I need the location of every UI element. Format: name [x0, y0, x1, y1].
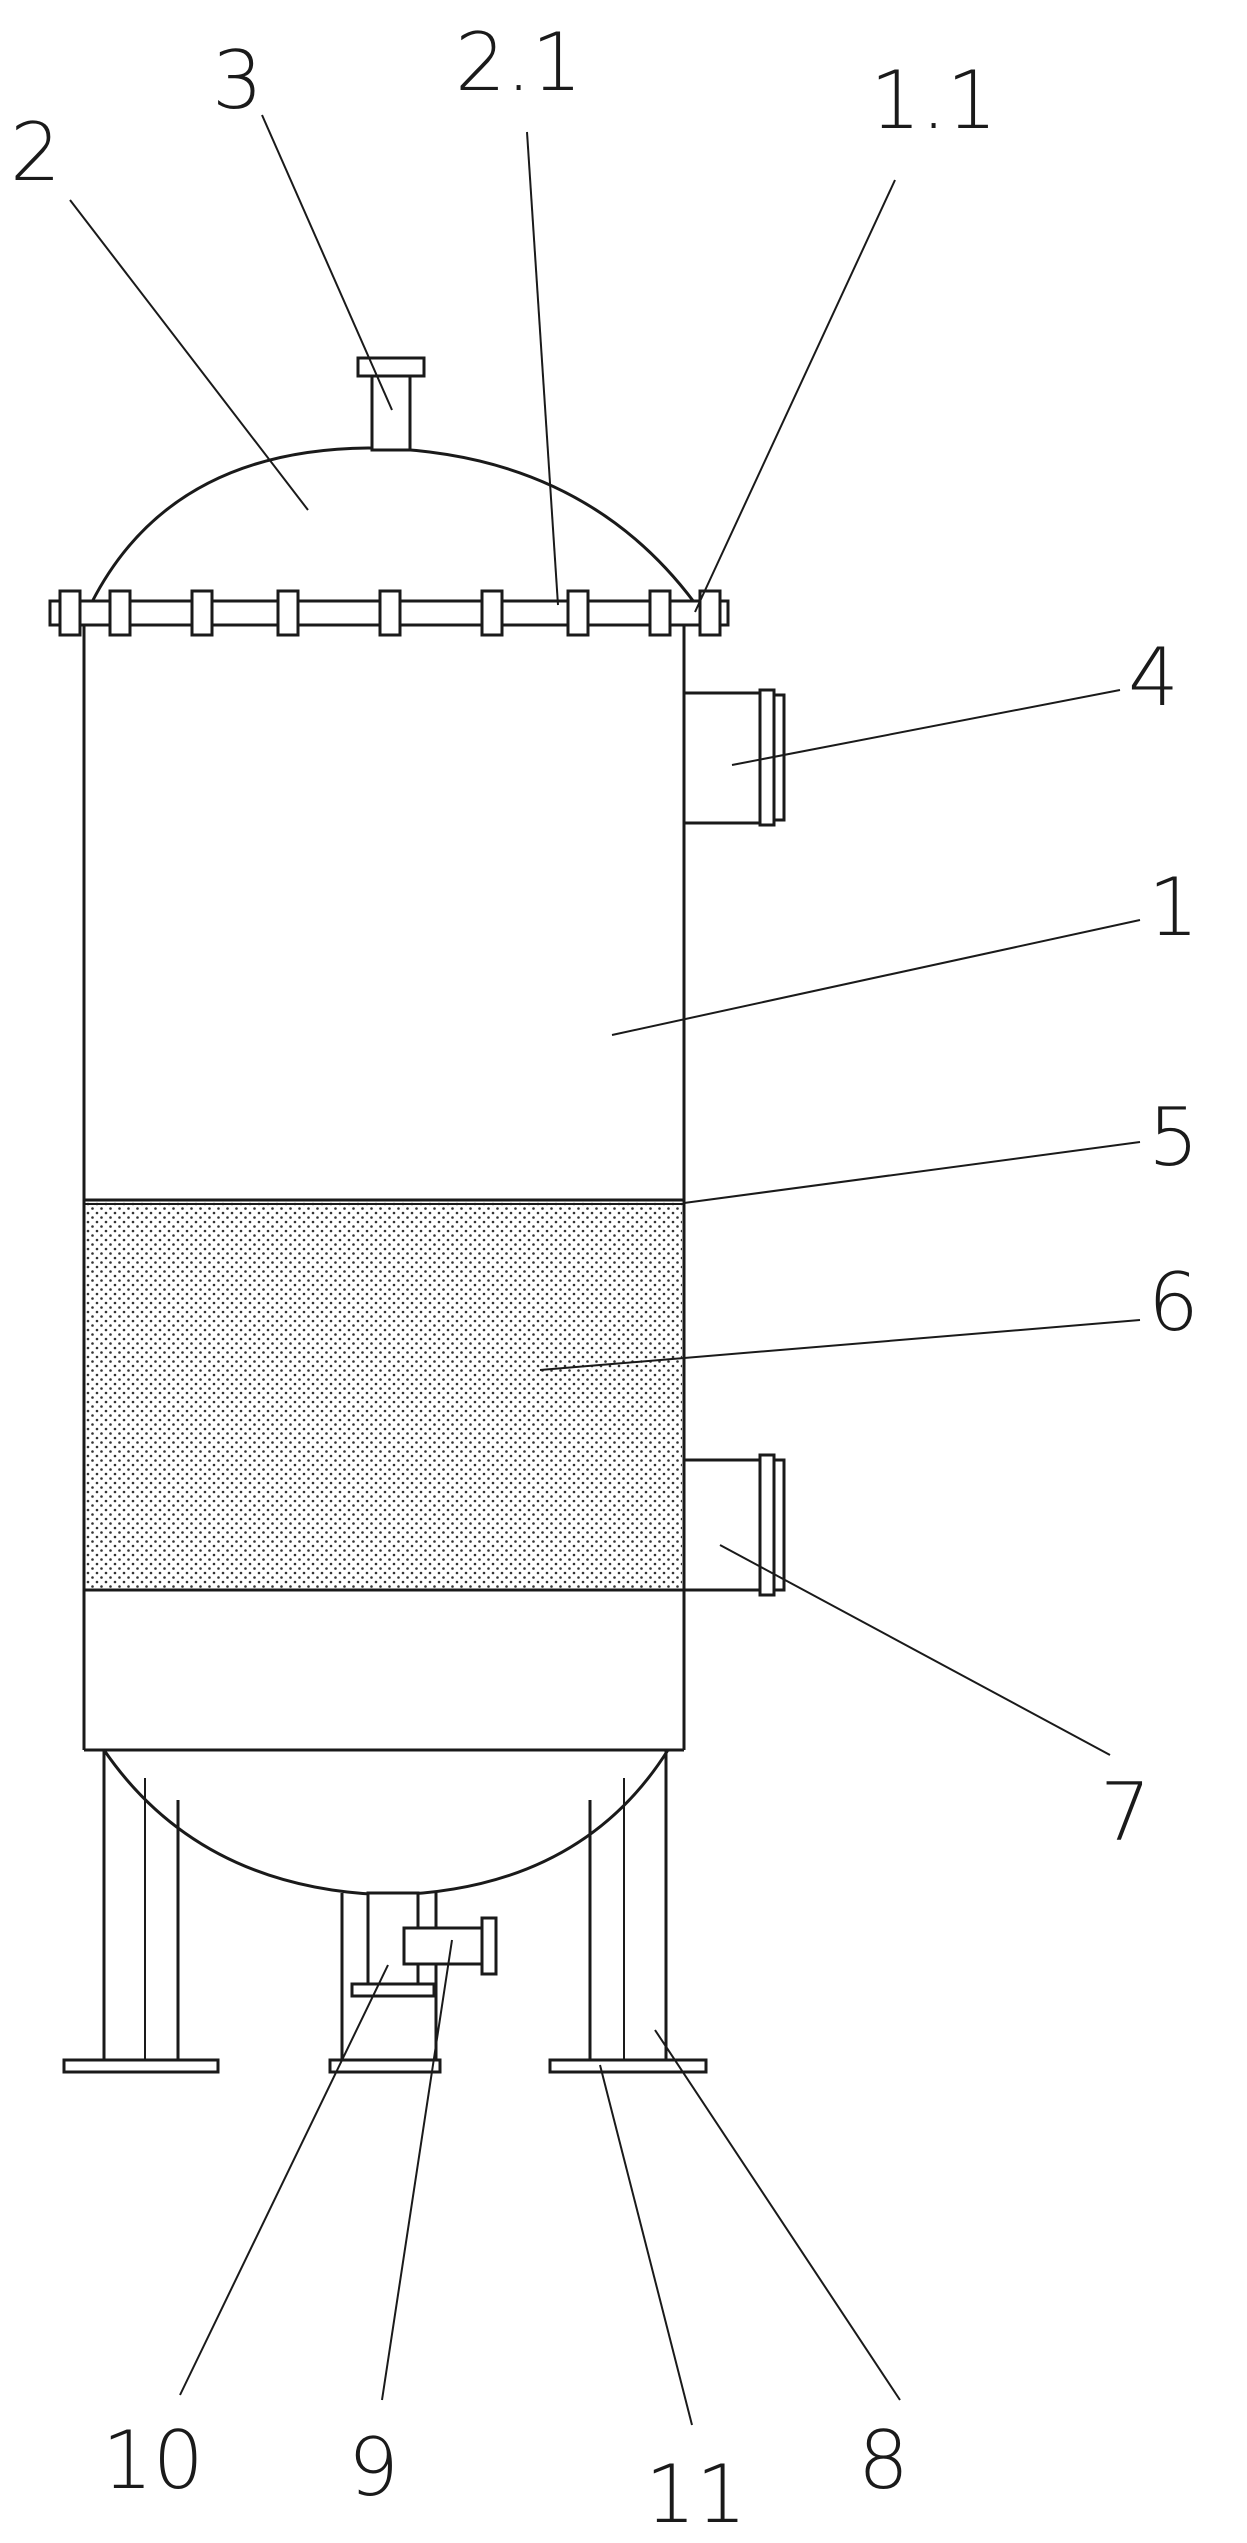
callout-2-1: 2.1 [455, 16, 582, 109]
leader-lines [69, 114, 1141, 2426]
callout-7: 7 [1100, 1766, 1151, 1859]
callout-9: 9 [348, 2421, 399, 2514]
callout-11: 11 [645, 2448, 747, 2541]
callout-6: 6 [1148, 1256, 1199, 1349]
callout-1-1: 1.1 [870, 54, 997, 147]
top-head [90, 446, 696, 603]
filter-media [86, 1200, 682, 1590]
callout-5: 5 [1148, 1091, 1199, 1184]
right-leg [548, 1750, 708, 2074]
vessel-shell [82, 625, 686, 1752]
flange-bolts [58, 589, 722, 637]
bottom-outlet [328, 1891, 498, 2074]
callout-8: 8 [858, 2414, 909, 2507]
bottom-head [102, 1749, 670, 1897]
top-nozzle [356, 356, 426, 452]
side-nozzle-lower [684, 1453, 786, 1597]
callout-4: 4 [1128, 631, 1179, 724]
callout-labels: 2 3 2.1 1.1 4 1 5 6 7 10 9 11 8 [10, 16, 1199, 2541]
top-flange [48, 589, 730, 637]
callout-1: 1 [1148, 861, 1199, 954]
callout-3: 3 [212, 34, 263, 127]
left-leg [62, 1750, 220, 2074]
callout-10: 10 [102, 2414, 204, 2507]
callout-2: 2 [10, 106, 61, 199]
